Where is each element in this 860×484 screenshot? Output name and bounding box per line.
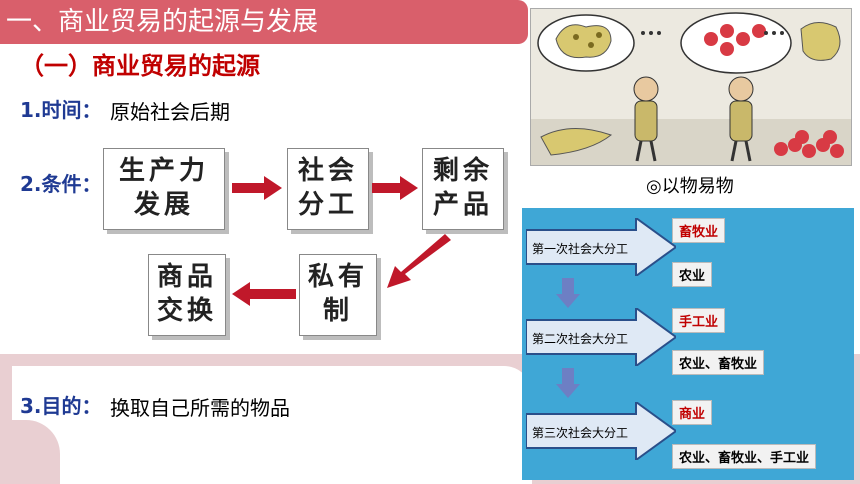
purpose-text: 换取自己所需的物品 <box>110 396 290 420</box>
stage-3-label: 第三次社会大分工 <box>532 426 629 440</box>
conditions-label: 2.条件： <box>20 172 102 196</box>
page-title: 一、商业贸易的起源与发展 <box>0 0 528 44</box>
purpose-label: 3.目的： <box>20 394 102 418</box>
illustration-caption: ◎以物易物 <box>646 176 734 197</box>
section-subtitle: （一）商业贸易的起源 <box>20 52 260 80</box>
stage-1-new-sector: 畜牧业 <box>672 218 726 243</box>
box-private-ownership: 私有 制 <box>299 254 377 336</box>
stage-3-arrow <box>526 402 676 460</box>
time-text: 原始社会后期 <box>110 100 230 124</box>
arrow-right-1 <box>232 176 282 200</box>
stage-3-existing-sectors: 农业、畜牧业、手工业 <box>672 444 817 469</box>
background-card <box>12 366 532 484</box>
stage-2-arrow <box>526 308 676 366</box>
barter-illustration <box>530 8 852 166</box>
stage-2-new-sector: 手工业 <box>672 308 726 333</box>
social-division-diagram: 第一次社会大分工 畜牧业 农业 第二次社会大分工 手工业 农业、畜牧业 第三次社… <box>522 208 854 480</box>
arrow-left <box>232 282 296 306</box>
barter-scene-drawing <box>531 12 851 165</box>
box-productivity: 生产力 发展 <box>103 148 225 230</box>
stage-3-new-sector: 商业 <box>672 400 713 425</box>
background-notch <box>0 420 60 484</box>
stage-2-existing-sectors: 农业、畜牧业 <box>672 350 765 375</box>
stage-1-arrow <box>526 218 676 276</box>
time-label: 1.时间： <box>20 98 102 122</box>
box-commodity-exchange: 商品 交换 <box>148 254 226 336</box>
arrow-right-2 <box>372 176 418 200</box>
stage-1-existing-sectors: 农业 <box>672 262 713 287</box>
stage-2-label: 第二次社会大分工 <box>532 332 629 346</box>
box-division-of-labor: 社会 分工 <box>287 148 369 230</box>
down-arrow-1 <box>556 278 580 308</box>
arrow-diagonal <box>387 234 451 288</box>
down-arrow-2 <box>556 368 580 398</box>
box-surplus-products: 剩余 产品 <box>422 148 504 230</box>
stage-1-label: 第一次社会大分工 <box>532 242 629 256</box>
